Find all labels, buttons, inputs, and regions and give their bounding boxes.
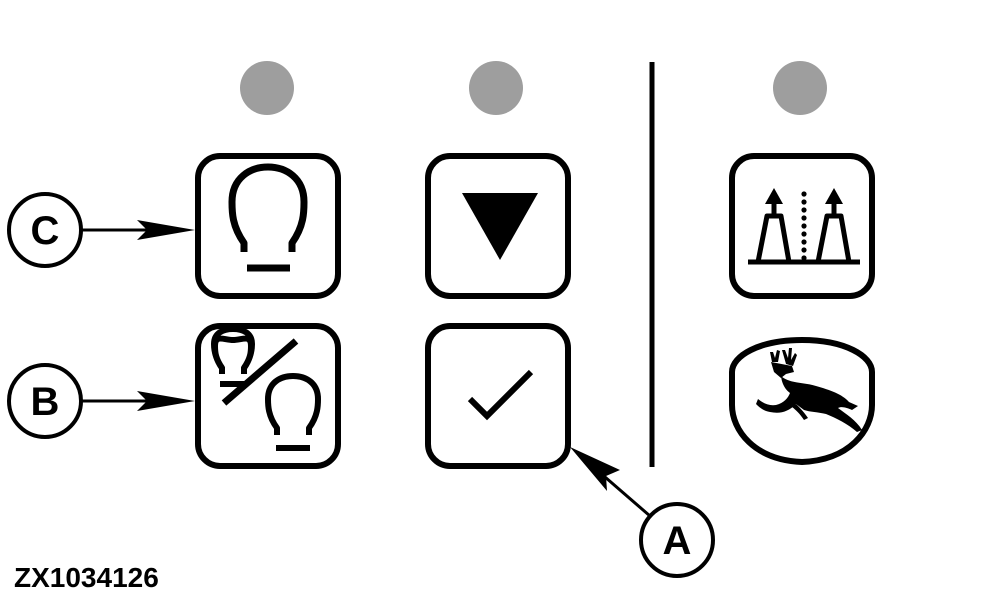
- deere-logo-button[interactable]: [729, 336, 875, 466]
- figure-id: ZX1034126: [14, 562, 159, 593]
- callout-b-arrow: [137, 391, 195, 411]
- work-lights-button[interactable]: [195, 153, 341, 299]
- callout-a-label: A: [663, 519, 692, 563]
- indicator-light-left: [240, 61, 294, 115]
- callout-b-label: B: [31, 380, 60, 424]
- checkmark-icon: [467, 369, 534, 421]
- callout-c-label: C: [31, 209, 60, 253]
- alternate-work-lights-button[interactable]: [195, 323, 341, 469]
- row-marker-icon: [748, 188, 860, 265]
- deere-logo-icon: [756, 348, 862, 432]
- callout-c: C: [7, 192, 195, 268]
- checkmark-button[interactable]: [425, 323, 571, 469]
- work-lights-icon: [228, 163, 308, 272]
- row-marker-button[interactable]: [729, 153, 875, 299]
- down-arrow-icon: [462, 193, 538, 260]
- callout-a: A: [570, 447, 715, 578]
- callout-b: B: [7, 363, 195, 439]
- callout-a-arrow: [570, 447, 620, 491]
- callout-c-arrow: [137, 220, 195, 240]
- indicator-light-right: [773, 61, 827, 115]
- down-arrow-button[interactable]: [425, 153, 571, 299]
- indicator-light-middle: [469, 61, 523, 115]
- alternate-work-lights-icon: [211, 326, 321, 451]
